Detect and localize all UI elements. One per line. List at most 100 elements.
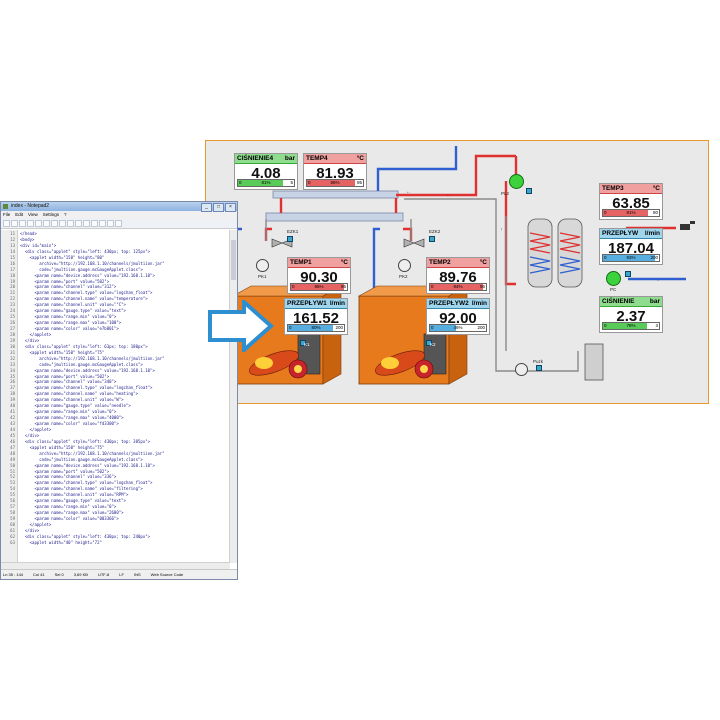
code-line[interactable]: 57 <param name="range.min" value="0"> [1, 504, 230, 510]
code-line[interactable]: 41 <param name="range.min" value="0"> [1, 409, 230, 415]
code-line[interactable]: 29 </div> [1, 338, 230, 344]
horizontal-scrollbar[interactable] [1, 562, 230, 570]
code-line[interactable]: 40 <param name="gauge.type" value="needl… [1, 403, 230, 409]
line-number: 25 [10, 314, 15, 320]
save-icon[interactable] [19, 220, 26, 227]
code-line[interactable]: 15 <applet width="150" height="80" [1, 255, 230, 261]
wordwrap-icon[interactable] [83, 220, 90, 227]
undo-icon[interactable] [27, 220, 34, 227]
pump-pk1[interactable] [256, 259, 269, 272]
code-line[interactable]: 52 <param name="channel" value="336"> [1, 474, 230, 480]
code-line[interactable]: 43 <param name="color" value="fd3300"> [1, 421, 230, 427]
maximize-button[interactable]: □ [213, 203, 224, 212]
code-line[interactable]: 48 archive="http://192.168.1.10/channels… [1, 451, 230, 457]
notepad-window: index - Notepad2 _ □ × File Edit View Se… [0, 201, 238, 580]
code-line[interactable]: 11</head> [1, 231, 230, 237]
code-line[interactable]: 62 <div class="applet" style="left: 430p… [1, 534, 230, 540]
code-line[interactable]: 46 <div class="applet" style="left: 430p… [1, 439, 230, 445]
scheme-icon[interactable] [107, 220, 114, 227]
code-line[interactable]: 13<div id="main"> [1, 243, 230, 249]
line-text: <param name="channel" value="340"> [20, 379, 117, 385]
code-line[interactable]: 61 </div> [1, 528, 230, 534]
code-line[interactable]: 50 <param name="device.address" value="1… [1, 463, 230, 469]
gauge-max: 80 [652, 210, 658, 215]
close-button[interactable]: × [225, 203, 236, 212]
line-number: 57 [10, 504, 15, 510]
code-line[interactable]: 27 <param name="color" value="e7b801"> [1, 326, 230, 332]
gauge-title: PRZEPŁYW2 [429, 300, 469, 307]
code-line[interactable]: 23 <param name="channel.unit" value="°C"… [1, 302, 230, 308]
vertical-scrollbar[interactable] [229, 230, 237, 563]
gauge-max: 200 [477, 325, 485, 330]
code-line[interactable]: 54 <param name="channel.name" value="fil… [1, 486, 230, 492]
copy-icon[interactable] [51, 220, 58, 227]
menu-edit[interactable]: Edit [15, 212, 24, 217]
code-line[interactable]: 32 archive="http://192.168.1.10/channels… [1, 356, 230, 362]
open-file-icon[interactable] [11, 220, 18, 227]
pump-puzk[interactable] [515, 363, 528, 376]
svg-text:←: ← [446, 192, 451, 198]
code-line[interactable]: 53 <param name="channel.type" value="log… [1, 480, 230, 486]
cut-icon[interactable] [43, 220, 50, 227]
code-line[interactable]: 33 code="jmultiion.gauge.mcGaugeApplet.c… [1, 362, 230, 368]
code-line[interactable]: 24 <param name="gauge.type" value="text"… [1, 308, 230, 314]
pump-pc[interactable] [606, 271, 621, 286]
code-line[interactable]: 47 <applet width="150" height="75" [1, 445, 230, 451]
menu-file[interactable]: File [3, 212, 11, 217]
code-line[interactable]: 60 </applet> [1, 522, 230, 528]
code-line[interactable]: 63 <applet width="40" height="72" [1, 540, 230, 546]
code-line[interactable]: 39 <param name="channel.unit" value="W"> [1, 397, 230, 403]
pump-pk2[interactable] [398, 259, 411, 272]
code-line[interactable]: 12<body> [1, 237, 230, 243]
new-file-icon[interactable] [3, 220, 10, 227]
paste-icon[interactable] [59, 220, 66, 227]
zoom-out-icon[interactable] [99, 220, 106, 227]
collector-pipe [272, 190, 399, 199]
code-line[interactable]: 18 <param name="device.address" value="1… [1, 273, 230, 279]
code-line[interactable]: 26 <param name="range.max" value="100"> [1, 320, 230, 326]
line-text: <div class="applet" style="left: 430px; … [20, 438, 151, 444]
menu-help[interactable]: ? [63, 212, 67, 217]
code-line[interactable]: 34 <param name="device.address" value="1… [1, 368, 230, 374]
code-line[interactable]: 25 <param name="range.min" value="0"> [1, 314, 230, 320]
find-icon[interactable] [67, 220, 74, 227]
code-editor[interactable]: 11</head>12<body>13<div id="main">14 <di… [1, 230, 230, 563]
code-line[interactable]: 35 <param name="port" value="502"> [1, 374, 230, 380]
code-line[interactable]: 36 <param name="channel" value="340"> [1, 379, 230, 385]
line-text: <applet width="40" height="72" [20, 539, 102, 545]
code-line[interactable]: 55 <param name="channel.unit" value="RPM… [1, 492, 230, 498]
menu-settings[interactable]: Settings [42, 212, 59, 217]
code-line[interactable]: 37 <param name="channel.type" value="log… [1, 385, 230, 391]
gauge-unit: °C [479, 259, 487, 266]
code-line[interactable]: 14 <div class="applet" style="left: 430p… [1, 249, 230, 255]
replace-icon[interactable] [75, 220, 82, 227]
menu-view[interactable]: View [28, 212, 38, 217]
code-line[interactable]: 58 <param name="range.max" value="2600"> [1, 510, 230, 516]
code-line[interactable]: 51 <param name="port" value="502"> [1, 469, 230, 475]
scrollbar-thumb[interactable] [231, 240, 236, 280]
zoom-in-icon[interactable] [91, 220, 98, 227]
code-line[interactable]: 49 code="jmultiion.gauge.mcGaugeApplet.c… [1, 457, 230, 463]
minimize-button[interactable]: _ [201, 203, 212, 212]
code-line[interactable]: 20 <param name="channel" value="312"> [1, 284, 230, 290]
gauge-fill [307, 180, 356, 186]
code-line[interactable]: 45 </div> [1, 433, 230, 439]
code-line[interactable]: 28 </applet> [1, 332, 230, 338]
code-line[interactable]: 42 <param name="range.max" value="4000"> [1, 415, 230, 421]
code-line[interactable]: 56 <param name="gauge.type" value="text"… [1, 498, 230, 504]
code-line[interactable]: 21 <param name="channel.type" value="log… [1, 290, 230, 296]
pump-pl2[interactable] [509, 174, 524, 189]
redo-icon[interactable] [35, 220, 42, 227]
code-line[interactable]: 22 <param name="channel.name" value="tem… [1, 296, 230, 302]
code-line[interactable]: 19 <param name="port" value="502"> [1, 279, 230, 285]
code-line[interactable]: 30 <div class="applet" style="left: 63px… [1, 344, 230, 350]
settings-icon[interactable] [115, 220, 122, 227]
code-line[interactable]: 16 archive="http://192.168.1.10/channels… [1, 261, 230, 267]
title-bar[interactable]: index - Notepad2 _ □ × [1, 202, 237, 212]
code-line[interactable]: 38 <param name="channel.name" value="hea… [1, 391, 230, 397]
code-line[interactable]: 59 <param name="color" value="003366"> [1, 516, 230, 522]
code-line[interactable]: 31 <applet width="150" height="75" [1, 350, 230, 356]
code-line[interactable]: 17 code="jmultiion.gauge.mcGaugeApplet.c… [1, 267, 230, 273]
code-line[interactable]: 44 </applet> [1, 427, 230, 433]
